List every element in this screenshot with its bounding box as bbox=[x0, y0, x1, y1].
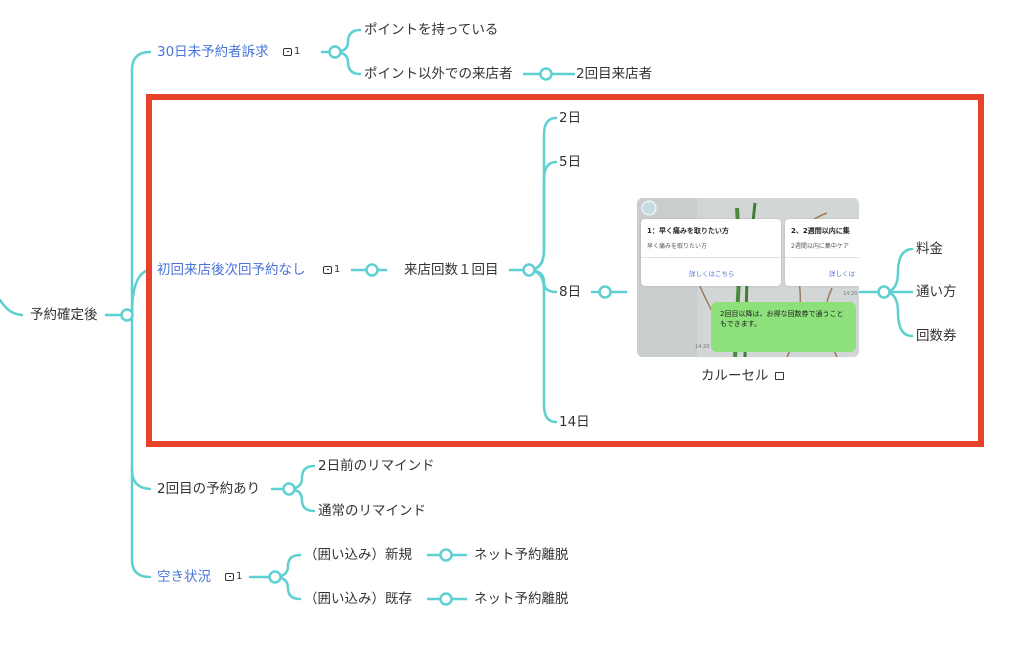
card-divider bbox=[785, 257, 859, 258]
chat-bubble: 2回目以降は、お得な回数券で通うこともできます。 bbox=[711, 302, 856, 352]
comment-badge[interactable]: 1 bbox=[225, 571, 242, 583]
bubble-text: 2回目以降は、お得な回数券で通うこともできます。 bbox=[720, 310, 844, 328]
node-other-visitors[interactable]: ポイント以外での来店者 bbox=[364, 66, 513, 82]
node-coupon-ticket[interactable]: 回数券 bbox=[916, 328, 957, 344]
node-day-14[interactable]: 14日 bbox=[559, 414, 590, 430]
timestamp: 14:20 bbox=[695, 344, 710, 350]
branch-second-booking-node[interactable]: 2回目の予約あり bbox=[157, 481, 261, 497]
node-net-booking-exit-1[interactable]: ネット予約離脱 bbox=[474, 547, 569, 563]
node-handle bbox=[598, 285, 612, 299]
node-handle bbox=[522, 263, 536, 277]
card-link: 詳しくは bbox=[829, 270, 855, 278]
branch-availability-node[interactable]: 空き状況 bbox=[157, 569, 211, 585]
node-second-visit[interactable]: 2回目来店者 bbox=[576, 66, 653, 82]
timestamp: 14:20 bbox=[843, 291, 858, 297]
comment-badge[interactable]: 1 bbox=[283, 46, 300, 58]
node-handle bbox=[328, 45, 342, 59]
comment-icon bbox=[283, 48, 292, 56]
node-net-booking-exit-2[interactable]: ネット予約離脱 bbox=[474, 591, 569, 607]
branch-no-next-booking-node[interactable]: 初回来店後次回予約なし bbox=[157, 262, 306, 278]
card-title: 1：早く痛みを取りたい方 bbox=[647, 227, 729, 235]
node-handle bbox=[120, 308, 134, 322]
node-handle bbox=[439, 548, 453, 562]
carousel-image[interactable]: 1：早く痛みを取りたい方 早く痛みを取りたい方 詳しくはこちら 2、2週間以内に… bbox=[637, 198, 859, 357]
comment-icon bbox=[225, 573, 234, 581]
node-enclose-new[interactable]: （囲い込み）新規 bbox=[304, 547, 412, 563]
node-handle bbox=[539, 67, 553, 81]
carousel-card-2: 2、2週間以内に集 2週間以内に集中ケア 詳しくは bbox=[785, 219, 859, 286]
carousel-card-1: 1：早く痛みを取りたい方 早く痛みを取りたい方 詳しくはこちら bbox=[641, 219, 781, 286]
image-icon bbox=[774, 372, 784, 380]
comment-count: 1 bbox=[294, 46, 301, 57]
card-divider bbox=[641, 257, 781, 258]
branch-30day-node[interactable]: 30日未予約者訴求 bbox=[157, 44, 269, 60]
card-link: 詳しくはこちら bbox=[689, 270, 735, 278]
node-has-points[interactable]: ポイントを持っている bbox=[364, 22, 499, 38]
comment-count: 1 bbox=[334, 264, 341, 275]
comment-badge[interactable]: 1 bbox=[323, 264, 340, 276]
comment-icon bbox=[323, 266, 332, 274]
node-handle bbox=[877, 285, 891, 299]
node-how-to-visit[interactable]: 通い方 bbox=[916, 284, 957, 300]
node-day-8[interactable]: 8日 bbox=[559, 284, 582, 300]
node-reminder-normal[interactable]: 通常のリマインド bbox=[318, 503, 426, 519]
card-title: 2、2週間以内に集 bbox=[791, 227, 850, 235]
node-day-2[interactable]: 2日 bbox=[559, 110, 582, 126]
node-handle bbox=[365, 263, 379, 277]
node-handle bbox=[268, 570, 282, 584]
highlight-frame bbox=[146, 94, 984, 447]
node-visit-count-1[interactable]: 来店回数１回目 bbox=[404, 262, 499, 278]
carousel-caption[interactable]: カルーセル bbox=[701, 368, 784, 384]
root-node[interactable]: 予約確定後 bbox=[30, 307, 98, 323]
carousel-caption-label: カルーセル bbox=[701, 368, 769, 384]
node-enclose-existing[interactable]: （囲い込み）既存 bbox=[304, 591, 412, 607]
node-day-5[interactable]: 5日 bbox=[559, 154, 582, 170]
node-handle bbox=[439, 592, 453, 606]
card-subtitle: 2週間以内に集中ケア bbox=[791, 243, 849, 250]
node-price[interactable]: 料金 bbox=[916, 241, 943, 257]
comment-count: 1 bbox=[236, 571, 243, 582]
card-subtitle: 早く痛みを取りたい方 bbox=[647, 243, 708, 250]
node-handle bbox=[282, 482, 296, 496]
node-reminder-2days[interactable]: 2日前のリマインド bbox=[318, 458, 435, 474]
